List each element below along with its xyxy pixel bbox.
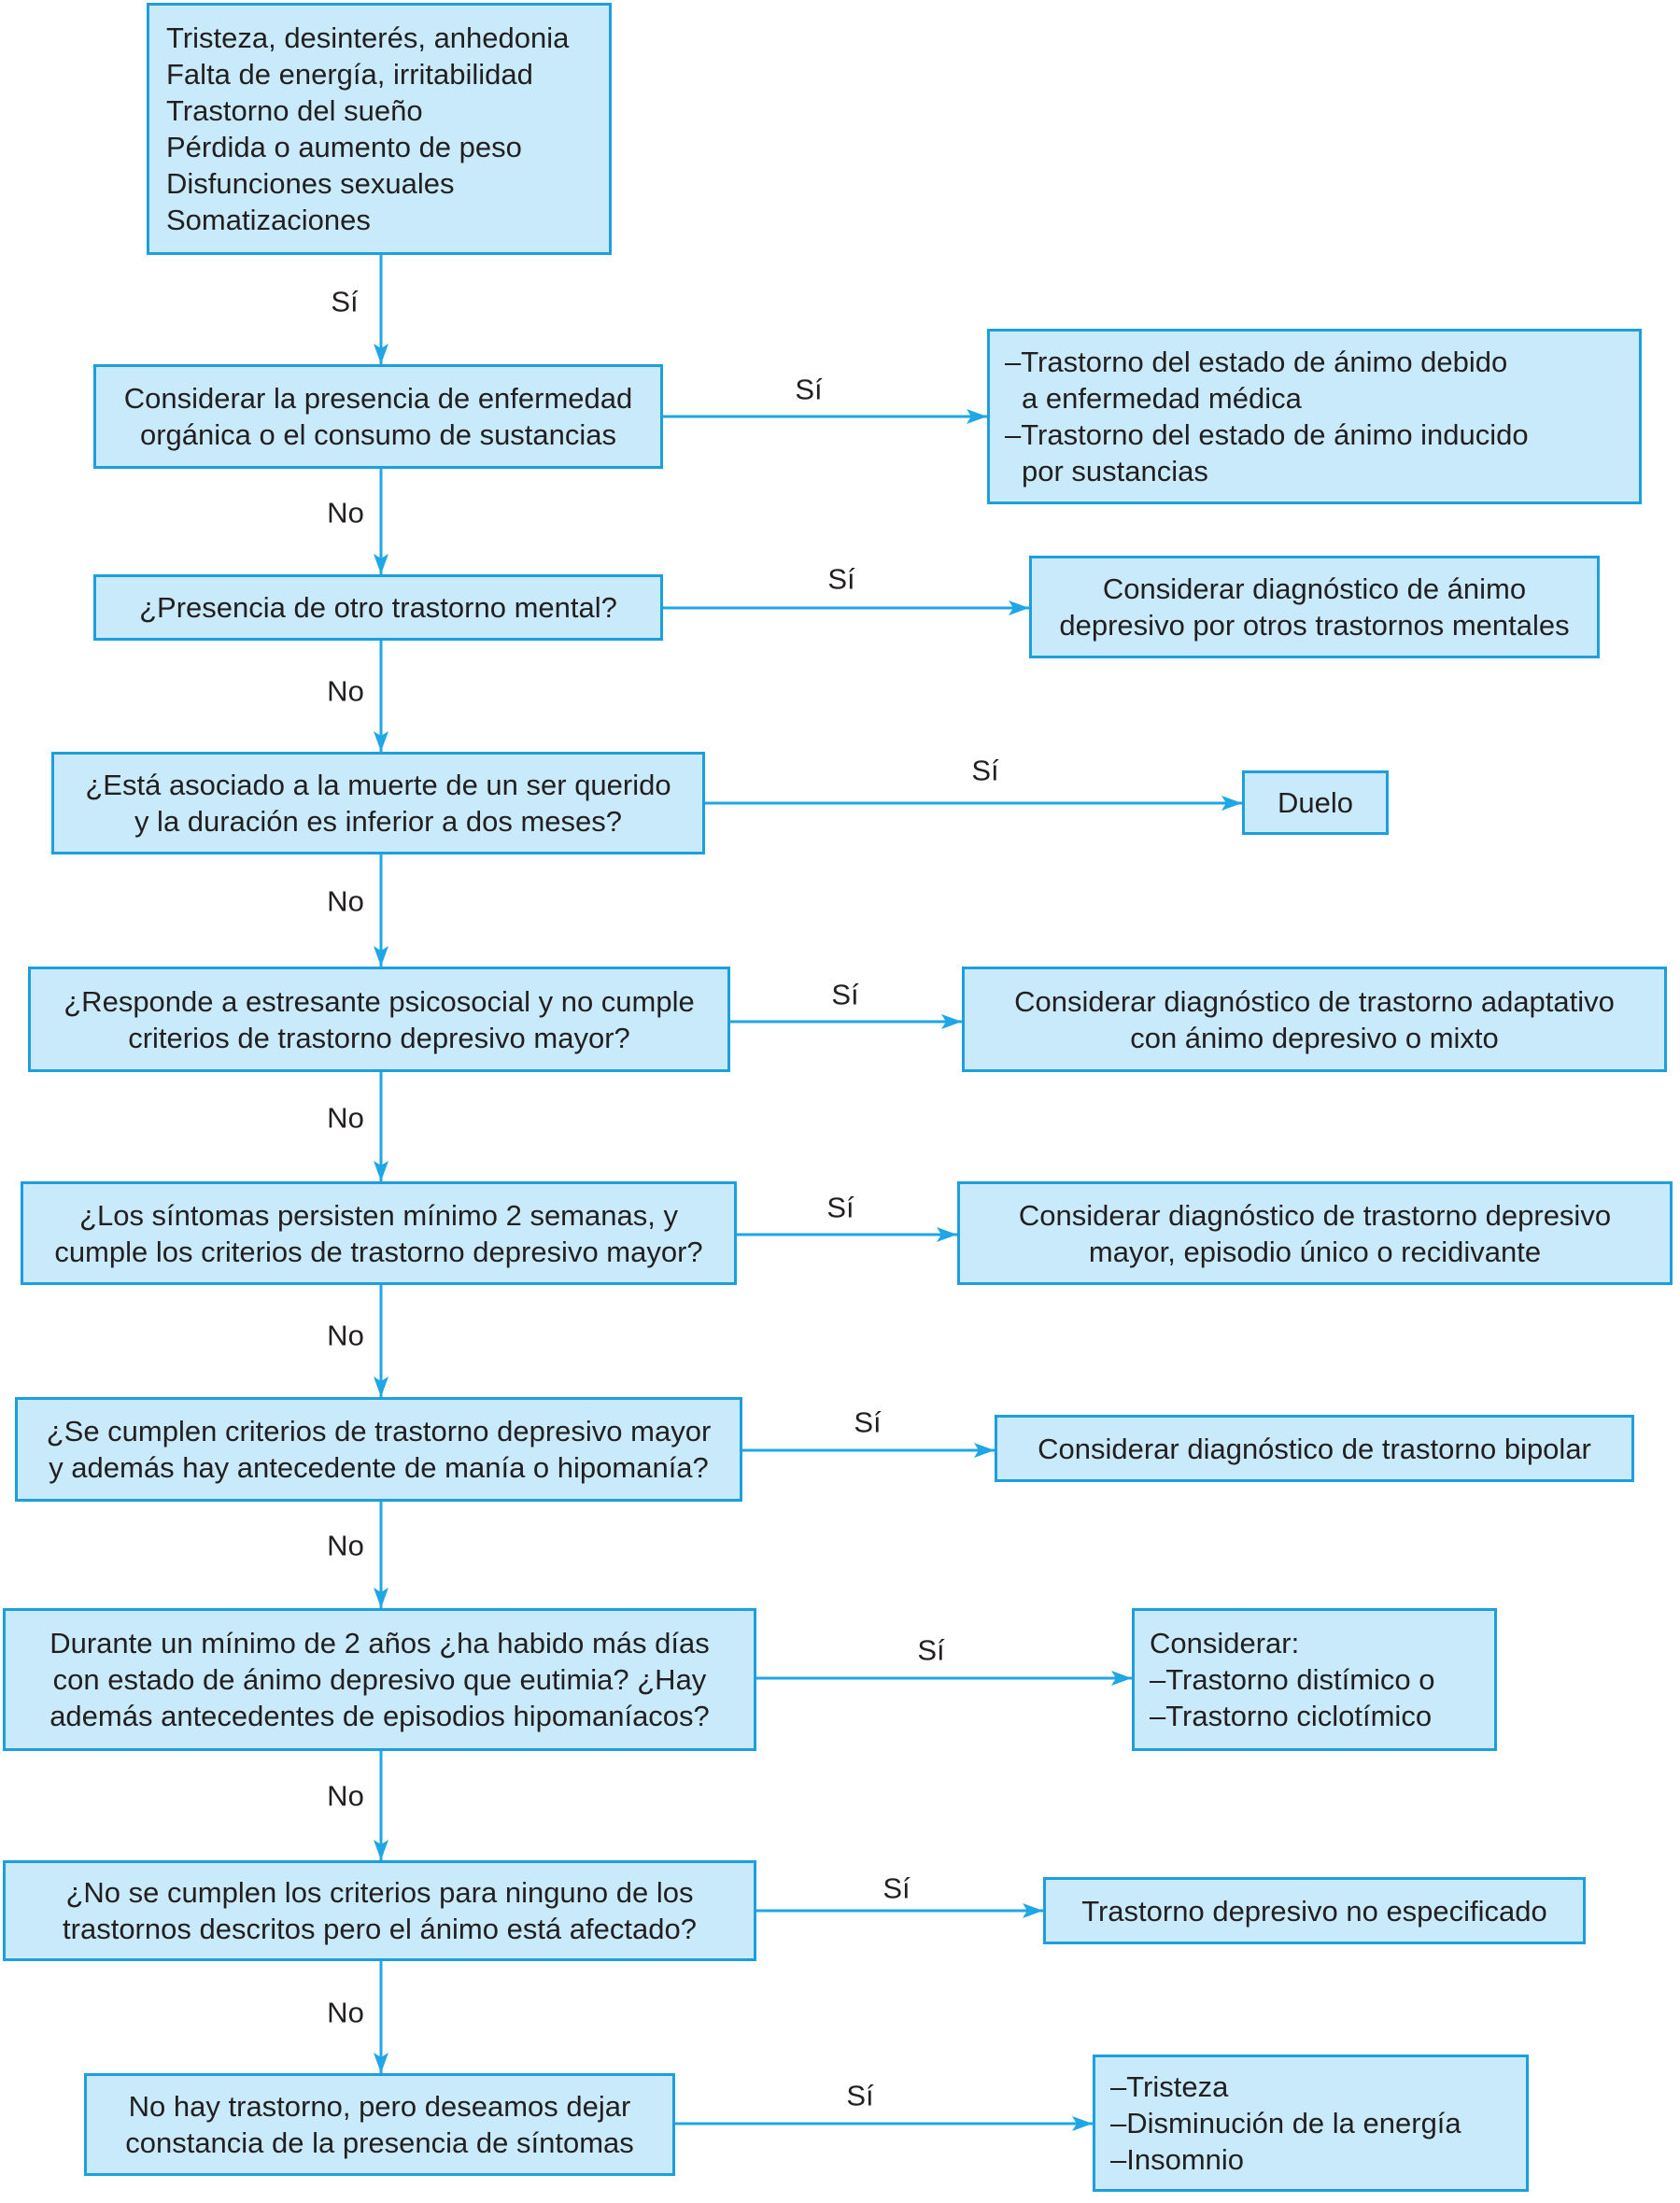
question-line: criterios de trastorno depresivo mayor? — [128, 1021, 630, 1054]
symptom-line: Tristeza, desinterés, anhedonia — [166, 21, 570, 54]
edge-label-start-yes: Sí — [331, 285, 359, 318]
question-line: y la duración es inferior a dos meses? — [134, 805, 623, 838]
edge-label-no-8: No — [327, 1996, 364, 2029]
edge-label-no-4: No — [327, 1101, 364, 1135]
question-box-5: ¿Los síntomas persisten mínimo 2 semanas… — [21, 1181, 737, 1285]
question-line: ¿Está asociado a la muerte de un ser que… — [85, 769, 671, 801]
outcome-line: Considerar diagnóstico de trastorno adap… — [1014, 984, 1615, 1018]
outcome-line: depresivo por otros trastornos mentales — [1059, 609, 1570, 642]
question-line: y además hay antecedente de manía o hipo… — [49, 1451, 709, 1484]
edge-label-no-5: No — [327, 1319, 364, 1352]
symptom-line: Pérdida o aumento de peso — [166, 131, 522, 163]
symptom-line: Falta de energía, irritabilidad — [166, 58, 533, 91]
edge-label-yes-9: Sí — [846, 2079, 874, 2112]
question-box-7: Durante un mínimo de 2 años ¿ha habido m… — [3, 1608, 756, 1751]
question-line: constancia de la presencia de síntomas — [125, 2126, 634, 2159]
outcome-line: Considerar diagnóstico de ánimo — [1102, 572, 1527, 605]
outcome-box-3: Duelo — [1242, 770, 1389, 835]
outcome-line: a enfermedad médica — [1022, 382, 1302, 415]
question-line: ¿Responde a estresante psicosocial y no … — [64, 984, 695, 1018]
edge-label-yes-1: Sí — [795, 373, 823, 406]
edge-label-yes-3: Sí — [971, 754, 999, 787]
symptom-line: Trastorno del sueño — [166, 94, 423, 127]
edge-label-yes-8: Sí — [882, 1871, 911, 1905]
edge-label-no-6: No — [327, 1529, 364, 1562]
outcome-box-9: –Tristeza –Disminución de la energía –In… — [1093, 2055, 1529, 2192]
edge-label-yes-2: Sí — [827, 562, 855, 596]
outcome-line: por sustancias — [1022, 455, 1208, 487]
question-line: además antecedentes de episodios hipoman… — [49, 1700, 710, 1732]
outcome-line: Considerar diagnóstico de trastorno bipo… — [1038, 1432, 1591, 1465]
outcome-line: con ánimo depresivo o mixto — [1130, 1021, 1499, 1054]
question-line: No hay trastorno, pero deseamos dejar — [128, 2090, 631, 2123]
outcome-line: –Insomnio — [1110, 2143, 1245, 2176]
question-line: trastornos descritos pero el ánimo está … — [63, 1913, 697, 1945]
question-box-6: ¿Se cumplen criterios de trastorno depre… — [15, 1397, 742, 1502]
symptom-line: Somatizaciones — [166, 204, 371, 236]
question-line: cumple los criterios de trastorno depres… — [54, 1235, 703, 1268]
outcome-line: mayor, episodio único o recidivante — [1088, 1235, 1542, 1268]
outcome-line: –Trastorno ciclotímico — [1150, 1700, 1433, 1732]
edge-label-no-1: No — [327, 496, 364, 530]
question-line: orgánica o el consumo de sustancias — [139, 418, 617, 451]
question-box-8: ¿No se cumplen los criterios para ningun… — [3, 1860, 756, 1961]
outcome-line: –Trastorno distímico o — [1150, 1663, 1435, 1696]
question-line: Durante un mínimo de 2 años ¿ha habido m… — [49, 1627, 710, 1659]
symptom-line: Disfunciones sexuales — [166, 167, 455, 200]
outcome-line: –Trastorno del estado de ánimo debido — [1005, 346, 1508, 378]
edge-label-yes-7: Sí — [917, 1633, 945, 1667]
outcome-box-8: Trastorno depresivo no especificado — [1043, 1877, 1586, 1944]
question-line: ¿Presencia de otro trastorno mental? — [139, 591, 617, 624]
question-box-1: Considerar la presencia de enfermedad or… — [93, 364, 663, 469]
question-line: ¿No se cumplen los criterios para ningun… — [65, 1876, 694, 1909]
outcome-line: Considerar: — [1150, 1627, 1300, 1659]
question-box-2: ¿Presencia de otro trastorno mental? — [93, 574, 663, 641]
outcome-line: Trastorno depresivo no especificado — [1081, 1894, 1547, 1928]
question-line: con estado de ánimo depresivo que eutimi… — [52, 1663, 707, 1696]
question-line: ¿Se cumplen criterios de trastorno depre… — [46, 1415, 712, 1447]
question-line: ¿Los síntomas persisten mínimo 2 semanas… — [79, 1198, 678, 1232]
edge-label-yes-6: Sí — [854, 1405, 882, 1439]
edge-label-no-3: No — [327, 884, 364, 918]
outcome-line: Considerar diagnóstico de trastorno depr… — [1018, 1198, 1612, 1232]
edge-label-no-2: No — [327, 674, 364, 708]
edge-label-yes-5: Sí — [826, 1191, 854, 1224]
outcome-box-1: –Trastorno del estado de ánimo debido a … — [987, 329, 1642, 504]
outcome-box-2: Considerar diagnóstico de ánimo depresiv… — [1029, 556, 1600, 658]
outcome-line: –Disminución de la energía — [1110, 2107, 1461, 2139]
question-box-4: ¿Responde a estresante psicosocial y no … — [28, 967, 730, 1072]
outcome-box-4: Considerar diagnóstico de trastorno adap… — [962, 967, 1667, 1072]
outcome-line: Duelo — [1278, 786, 1353, 819]
outcome-line: –Trastorno del estado de ánimo inducido — [1005, 418, 1529, 451]
edge-label-yes-4: Sí — [831, 978, 859, 1011]
outcome-box-7: Considerar: –Trastorno distímico o –Tras… — [1132, 1608, 1497, 1751]
symptoms-box: Tristeza, desinterés, anhedonia Falta de… — [147, 3, 612, 255]
question-box-3: ¿Está asociado a la muerte de un ser que… — [51, 752, 705, 854]
outcome-box-6: Considerar diagnóstico de trastorno bipo… — [995, 1415, 1634, 1482]
edge-label-no-7: No — [327, 1779, 364, 1813]
outcome-box-5: Considerar diagnóstico de trastorno depr… — [957, 1181, 1673, 1285]
question-box-9: No hay trastorno, pero deseamos dejar co… — [84, 2073, 675, 2176]
outcome-line: –Tristeza — [1110, 2070, 1229, 2103]
question-line: Considerar la presencia de enfermedad — [123, 382, 633, 415]
